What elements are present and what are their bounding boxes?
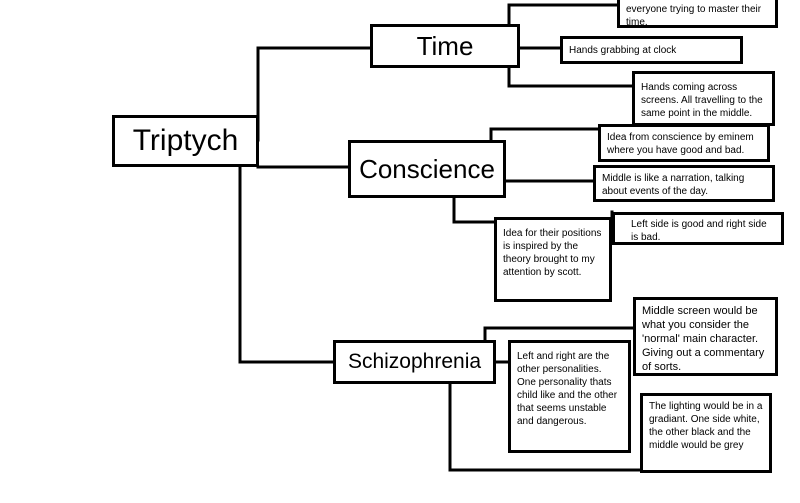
note-box: Left side is good and right side is bad.	[612, 212, 784, 245]
note-text: Hands coming across screens. All travell…	[641, 82, 763, 119]
note-box: Hands coming across screens. All travell…	[632, 71, 775, 126]
note-text: Left and right are the other personaliti…	[517, 351, 618, 427]
note-text: Middle is like a narration, talking abou…	[602, 173, 745, 197]
note-box: Left and right are the other personaliti…	[508, 340, 631, 453]
note-text: Middle screen would be what you consider…	[642, 305, 765, 373]
note-box: everyone trying to master their time.	[617, 0, 778, 28]
note-text: Left side is good and right side is bad.	[631, 219, 767, 243]
branch-node-conscience: Conscience	[348, 140, 506, 198]
note-box: The lighting would be in a gradiant. One…	[640, 393, 772, 473]
note-text: The lighting would be in a gradiant. One…	[649, 401, 763, 451]
note-box: Idea for their positions is inspired by …	[494, 217, 612, 302]
branch-label: Time	[416, 30, 474, 61]
branch-label: Conscience	[359, 153, 495, 184]
note-text: Idea for their positions is inspired by …	[503, 228, 602, 278]
branch-label: Schizophrenia	[347, 350, 482, 373]
note-box: Middle screen would be what you consider…	[633, 297, 778, 376]
note-box: Hands grabbing at clock	[560, 36, 743, 64]
note-text: everyone trying to master their time.	[626, 4, 762, 28]
note-text: Hands grabbing at clock	[569, 45, 677, 56]
root-label: Triptych	[132, 124, 239, 157]
branch-node-schizophrenia: Schizophrenia	[333, 340, 496, 384]
note-box: Middle is like a narration, talking abou…	[593, 165, 775, 202]
branch-node-time: Time	[370, 24, 520, 68]
root-node: Triptych	[112, 115, 259, 167]
note-text: Idea from conscience by eminem where you…	[607, 132, 754, 156]
note-box: Idea from conscience by eminem where you…	[598, 124, 770, 162]
